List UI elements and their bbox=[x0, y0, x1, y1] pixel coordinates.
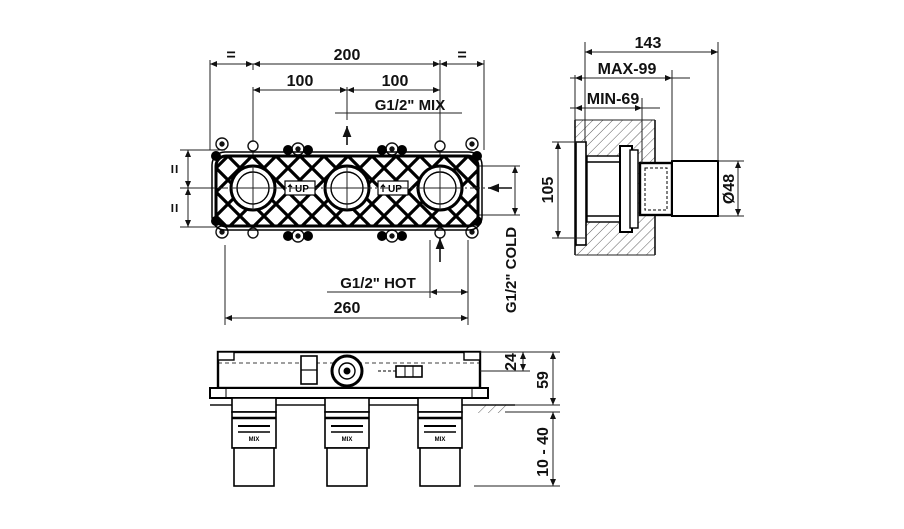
dimension-59: 59 bbox=[535, 352, 556, 405]
dim-depth: 143 bbox=[635, 35, 662, 52]
dimension-overall-260: 260 bbox=[225, 300, 468, 321]
dim-overall-inner: 200 bbox=[334, 47, 361, 64]
dimension-max: MAX-99 bbox=[570, 61, 690, 81]
cartridges: MIX MIX MIX bbox=[231, 397, 463, 487]
valve-bore-left bbox=[229, 164, 277, 212]
wall-surface bbox=[478, 405, 506, 413]
mix-label: G1/2" MIX bbox=[375, 97, 445, 114]
dimension-min: MIN-69 bbox=[570, 91, 660, 111]
dim-range: 10 - 40 bbox=[535, 427, 552, 477]
dim-max: MAX-99 bbox=[598, 61, 657, 78]
cartridge-left-mix: MIX bbox=[249, 437, 260, 443]
cartridge-center: MIX bbox=[324, 397, 370, 487]
up-marker-left-label: UP bbox=[295, 184, 309, 195]
side-extension-lines bbox=[552, 42, 744, 239]
dimension-diameter: Ø48 bbox=[721, 161, 741, 216]
dim-59: 59 bbox=[535, 371, 552, 389]
cartridge-right-mix: MIX bbox=[435, 437, 446, 443]
cartridge-right: MIX bbox=[417, 397, 463, 487]
up-arrow-icon bbox=[287, 183, 293, 192]
dim-vertical-eq-bottom: = bbox=[167, 203, 184, 212]
dim-height: 105 bbox=[540, 177, 557, 204]
dim-left-spacing: 100 bbox=[287, 73, 314, 90]
cold-label: G1/2" COLD bbox=[503, 227, 520, 313]
dimension-105: 105 bbox=[540, 142, 561, 238]
cartridge-center-mix: MIX bbox=[342, 437, 353, 443]
dim-right-spacing: 100 bbox=[382, 73, 409, 90]
dim-min: MIN-69 bbox=[587, 91, 640, 108]
dim-diameter: Ø48 bbox=[721, 174, 738, 204]
top-body bbox=[209, 350, 489, 399]
top-extension-lines bbox=[474, 351, 560, 487]
dimension-row-200: = 200 = bbox=[210, 47, 484, 70]
dim-equal-left: = bbox=[226, 47, 235, 64]
front-view: = 200 = 100 100 G1/2" MIX bbox=[167, 47, 520, 325]
dimension-row-100: 100 100 bbox=[253, 73, 440, 93]
mix-callout: G1/2" MIX bbox=[335, 97, 462, 145]
dimension-range: 10 - 40 bbox=[535, 412, 556, 486]
dim-24: 24 bbox=[503, 353, 520, 371]
dimension-143: 143 bbox=[585, 35, 718, 55]
dim-vertical-eq-top: = bbox=[167, 164, 184, 173]
top-view: MIX MIX MIX bbox=[209, 350, 560, 487]
side-view: 143 MAX-99 MIN-69 105 Ø48 bbox=[540, 35, 744, 256]
cartridge-left: MIX bbox=[231, 397, 277, 487]
hot-inlet-callout: G1/2" HOT bbox=[327, 238, 468, 295]
side-body bbox=[575, 141, 719, 246]
dim-equal-right: = bbox=[457, 47, 466, 64]
up-marker-right-label: UP bbox=[388, 184, 402, 195]
hot-label: G1/2" HOT bbox=[340, 275, 415, 292]
dimension-vertical-equal: = = bbox=[167, 150, 191, 227]
dim-overall-width: 260 bbox=[334, 300, 361, 317]
dimension-24: 24 bbox=[503, 352, 526, 371]
up-arrow-icon bbox=[380, 183, 386, 192]
cold-inlet-callout: G1/2" COLD bbox=[488, 166, 520, 313]
